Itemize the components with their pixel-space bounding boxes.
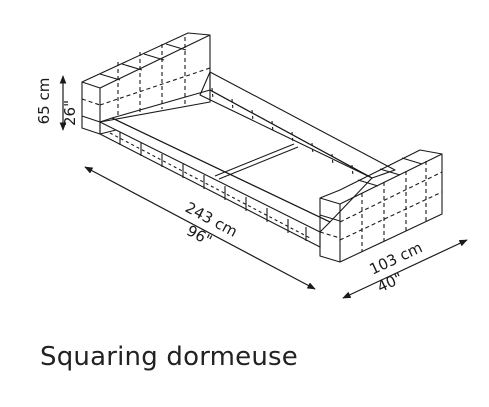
- height-in-label: 26": [61, 100, 79, 126]
- back-frame: [199, 71, 396, 179]
- dimension-lines: [59, 75, 468, 299]
- product-title: Squaring dormeuse: [40, 342, 298, 372]
- height-cm-label: 65 cm: [35, 78, 53, 125]
- length-dimension-arrow: [84, 166, 316, 290]
- right-armrest: [319, 149, 443, 263]
- depth-dimension-arrow: [342, 239, 468, 299]
